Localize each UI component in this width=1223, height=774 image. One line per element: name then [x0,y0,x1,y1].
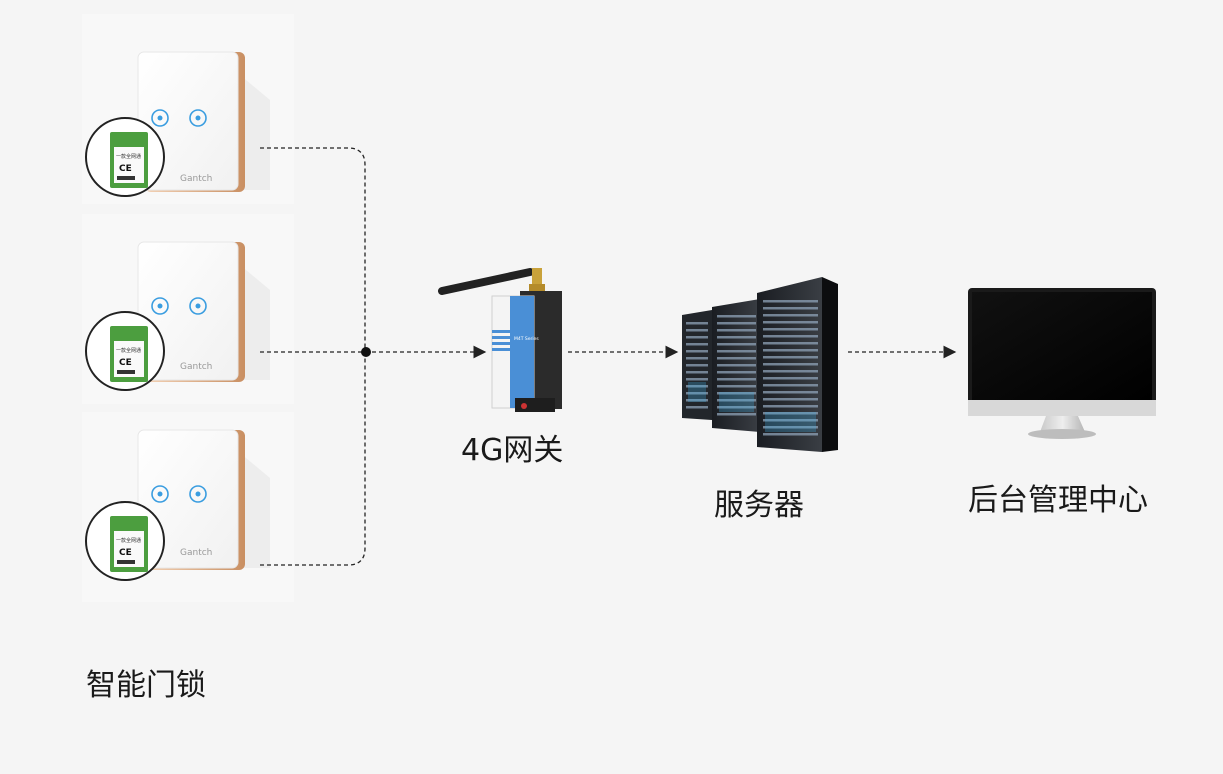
rack-slot [717,364,756,367]
connector-top [260,147,366,352]
rack-slot [763,391,818,394]
label-4g-gateway: 4G网关 [461,433,564,468]
rack-slot [717,385,756,388]
svg-text:一款全网通: 一款全网通 [116,537,141,544]
rack-slot [763,426,818,429]
rack-slot [717,392,756,395]
rack-slot [686,357,708,360]
rack-slot [686,399,708,402]
label-server: 服务器 [714,488,804,523]
switch-panel-3: Gantch 一款全网通 CE [82,412,294,602]
gateway-model-text: M4T Series [514,336,539,342]
rack-slot [763,363,818,366]
rack-slot [686,322,708,325]
rack-slot [763,307,818,310]
rack-slot [686,385,708,388]
rack-glow [688,382,706,402]
rack-slot [686,336,708,339]
junction-dot [361,347,371,357]
monitor-device [968,288,1156,439]
svg-text:一款全网通: 一款全网通 [116,347,141,354]
rack-slot [717,371,756,374]
svg-text:Gantch: Gantch [180,362,212,372]
svg-text:一款全网通: 一款全网通 [116,153,141,160]
switch-panel-2: Gantch 一款全网通 CE [82,214,294,404]
rack-slot [763,398,818,401]
rack-slot [763,314,818,317]
rack-slot [686,343,708,346]
switch-panel-1: Gantch 一款全网通 CE [82,14,294,204]
connector-bottom [260,352,366,566]
rack-slot [717,413,756,416]
rack-slot [686,392,708,395]
server-racks [682,277,838,452]
rack-slot [686,364,708,367]
rack-slot [763,405,818,408]
rack-slot [717,399,756,402]
rack-slot [763,342,818,345]
rack-slot [717,315,756,318]
rack-slot [763,412,818,415]
rack-slot [686,406,708,409]
svg-text:CE: CE [119,548,132,558]
rack-slot [717,336,756,339]
connector-lines [260,147,957,566]
rack-slot [763,370,818,373]
svg-text:CE: CE [119,358,132,368]
rack-slot [763,377,818,380]
rack-slot [717,406,756,409]
rack-slot [717,378,756,381]
svg-text:CE: CE [119,164,132,174]
rack-slot [763,419,818,422]
rack-glow [765,412,816,432]
label-smart-switches: 智能门锁 [86,668,206,703]
rack-slot [717,322,756,325]
rack-slot [763,349,818,352]
rack-slot [763,328,818,331]
rack-slot [763,300,818,303]
rack-slot [686,378,708,381]
label-management-center: 后台管理中心 [968,483,1148,518]
gateway-device: M4T Series [438,268,562,412]
rack-slot [763,433,818,436]
rack-slot [763,356,818,359]
rack-slot [763,384,818,387]
rack-slot [717,343,756,346]
svg-text:Gantch: Gantch [180,548,212,558]
rack-slot [763,335,818,338]
rack-glow [719,392,754,412]
rack-slot [717,329,756,332]
rack-slot [686,350,708,353]
rack-slot [763,321,818,324]
rack-slot [717,357,756,360]
rack-slot [686,371,708,374]
brand-text: Gantch [180,174,212,184]
rack-slot [717,350,756,353]
rack-slot [686,329,708,332]
